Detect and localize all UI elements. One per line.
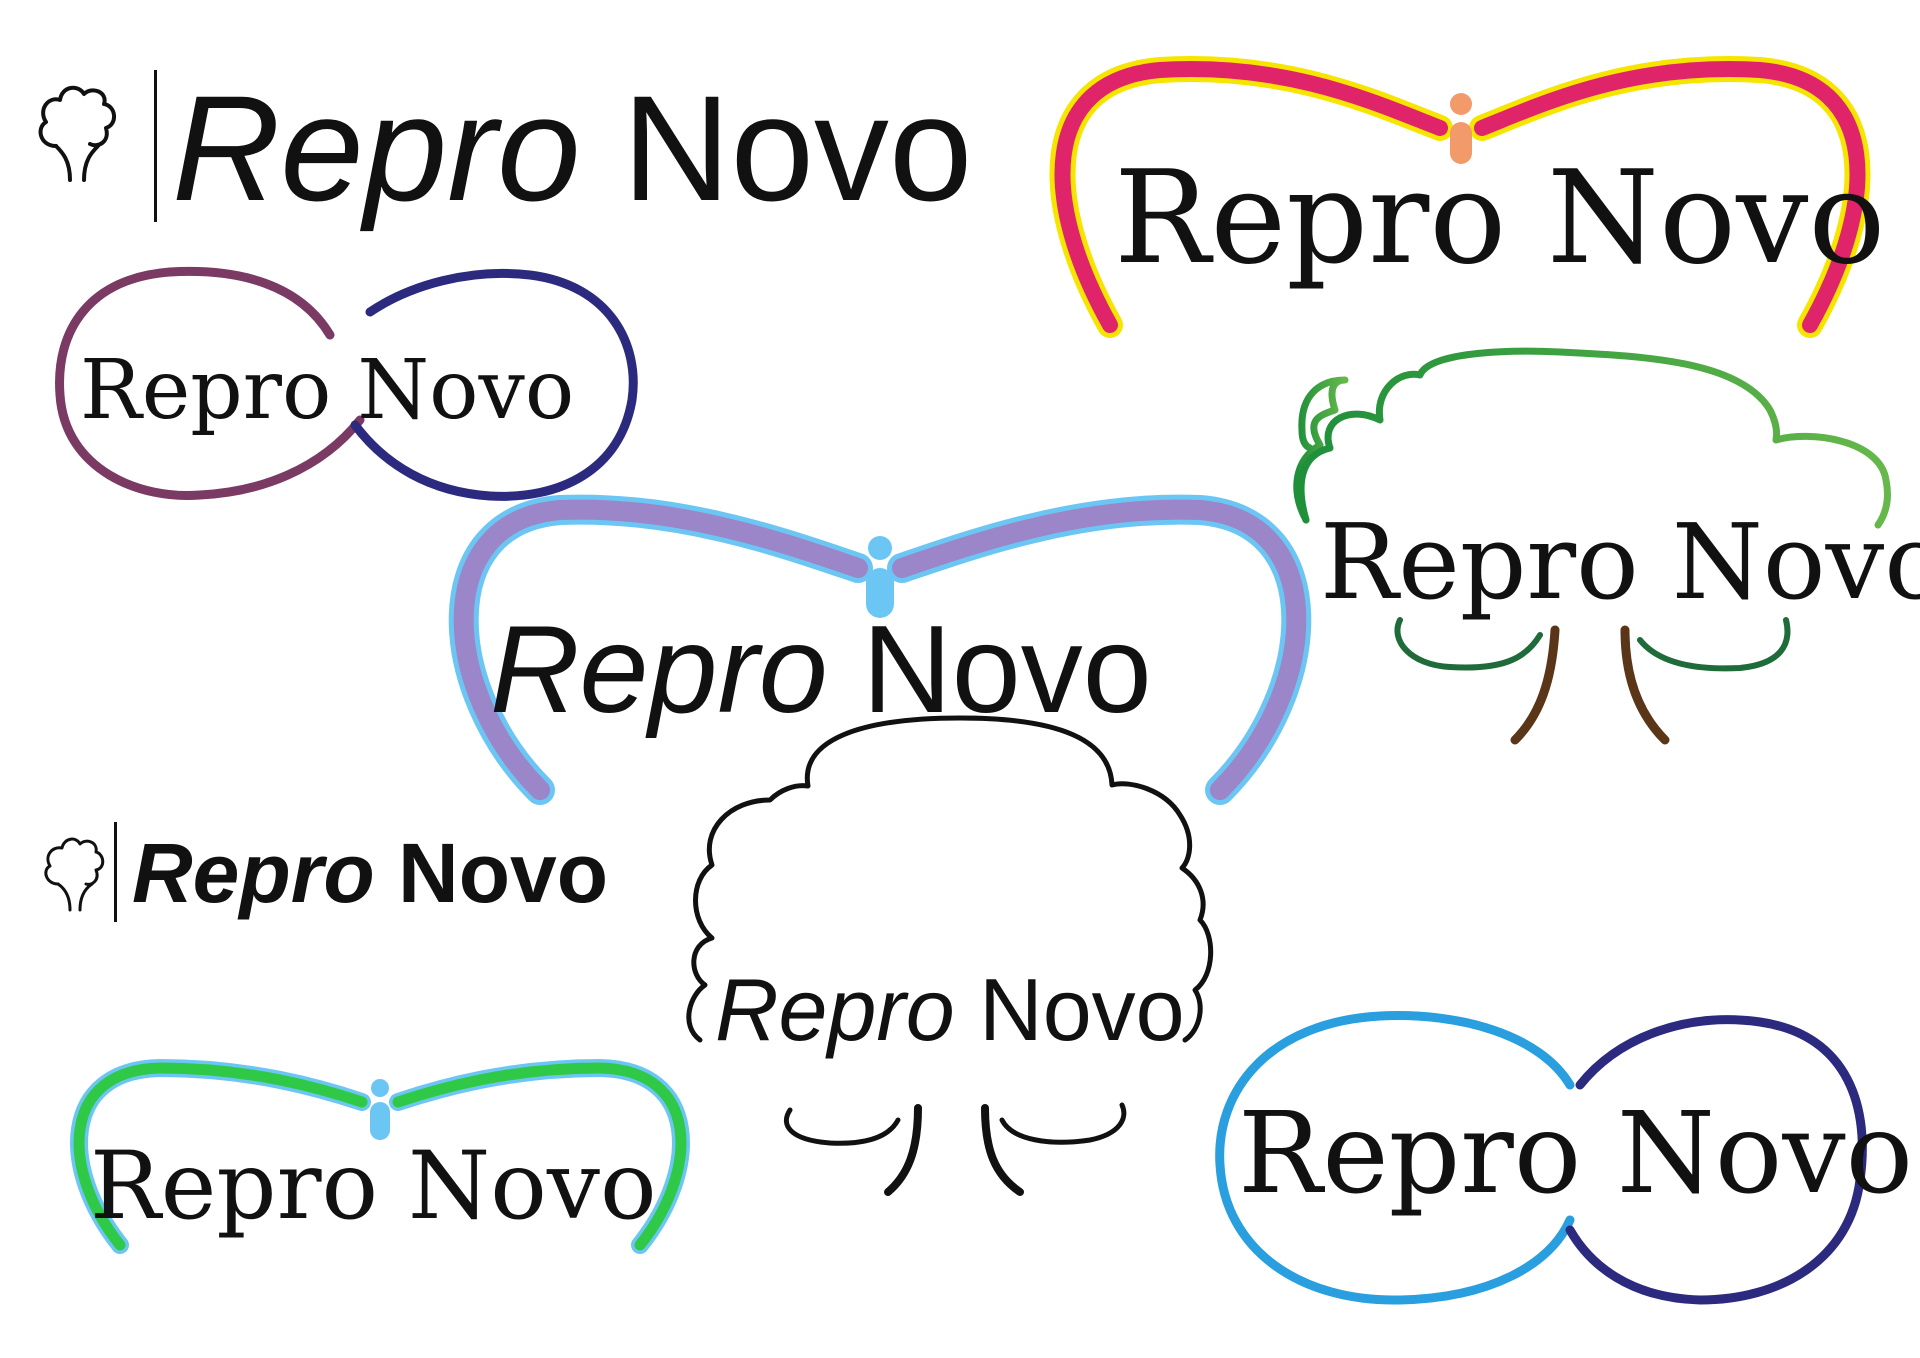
dot-head: [1450, 93, 1472, 115]
word-repro: Repro: [1114, 144, 1506, 293]
word-novo: Novo: [862, 601, 1151, 739]
logo-wordmark: Repro Novo: [715, 960, 1185, 1059]
cloud-outline: [686, 715, 1214, 1043]
word-novo: Novo: [979, 960, 1184, 1059]
logo-2: Repro Novo: [1049, 56, 1885, 338]
tree-icon: [44, 837, 105, 912]
logo-7: Repro Novo: [686, 715, 1214, 1196]
logo-wordmark: Repro Novo: [132, 826, 608, 920]
dot-head: [868, 536, 892, 560]
cloud-lower-left: [783, 1107, 901, 1146]
word-novo: Novo: [622, 64, 972, 232]
logo-4: Repro Novo: [1293, 347, 1920, 745]
dot-head: [371, 1079, 389, 1097]
tree-icon: [38, 85, 116, 182]
cloud-lower-right: [1637, 617, 1791, 672]
divider-bar: [154, 70, 157, 222]
word-repro: Repro: [1320, 501, 1639, 623]
logo-wordmark: Repro Novo: [1114, 144, 1885, 293]
loop-left: [1215, 1011, 1575, 1305]
word-novo: Novo: [1547, 144, 1885, 293]
loop-right: [1565, 1015, 1867, 1305]
loop-left: [55, 266, 365, 501]
arc-main: [453, 499, 1307, 800]
word-repro: Repro: [132, 826, 375, 920]
word-repro: Repro: [90, 1132, 378, 1241]
trunk-right: [981, 1104, 1024, 1196]
logo-wordmark: Repro Novo: [172, 64, 972, 232]
logo-6: Repro Novo: [44, 822, 608, 922]
word-repro: Repro: [1238, 1089, 1581, 1219]
cloud-lower-left: [1394, 617, 1543, 671]
cloud-top: [1293, 376, 1349, 524]
logo-5: Repro Novo: [448, 494, 1312, 805]
logo-8: Repro Novo: [70, 1059, 690, 1254]
arc-main: [73, 1062, 687, 1251]
word-repro: Repro: [490, 601, 828, 739]
cloud-lower-right: [999, 1102, 1127, 1145]
logo-9: Repro Novo: [1215, 1011, 1913, 1305]
logo-wordmark: Repro Novo: [490, 601, 1152, 739]
word-repro: Repro: [715, 960, 955, 1059]
word-novo: Novo: [357, 343, 574, 438]
logo-3: Repro Novo: [55, 266, 638, 501]
trunk-right: [1620, 625, 1670, 745]
word-repro: Repro: [80, 343, 331, 438]
dot-body: [1450, 122, 1472, 164]
logo-wordmark: Repro Novo: [1238, 1089, 1913, 1219]
word-novo: Novo: [1617, 1089, 1913, 1219]
logo-wordmark: Repro Novo: [1320, 501, 1920, 623]
cloud-outline: [1297, 347, 1891, 529]
word-novo: Novo: [398, 826, 608, 920]
logo-1: Repro Novo: [38, 64, 972, 232]
trunk-left: [884, 1104, 922, 1196]
word-repro: Repro: [172, 64, 581, 232]
arc-main: [1054, 61, 1866, 333]
dot-body: [370, 1102, 390, 1140]
logo-wordmark: Repro Novo: [80, 343, 574, 438]
dot-body: [866, 568, 894, 618]
word-novo: Novo: [408, 1132, 657, 1241]
logo-wordmark: Repro Novo: [90, 1132, 657, 1241]
divider-bar: [114, 822, 117, 922]
word-novo: Novo: [1672, 501, 1920, 623]
loop-right: [350, 268, 638, 501]
trunk-left: [1510, 625, 1560, 745]
